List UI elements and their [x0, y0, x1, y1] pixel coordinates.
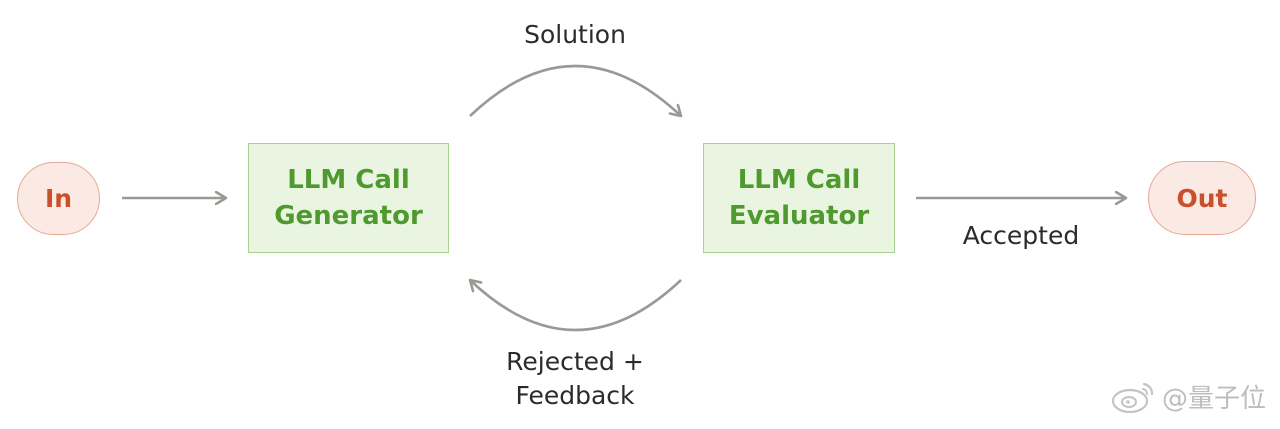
generator-node-line1: LLM Call: [287, 165, 410, 195]
generator-node-line2: Generator: [274, 201, 423, 231]
generator-node: LLM Call Generator: [248, 143, 449, 253]
evaluator-node-line1: LLM Call: [737, 165, 861, 195]
rejected-feedback-label: Rejected + Feedback: [475, 345, 675, 413]
evaluator-node: LLM Call Evaluator: [703, 143, 895, 253]
rejected-label-line1: Rejected +: [506, 347, 644, 376]
out-node: Out: [1148, 161, 1256, 235]
evaluator-node-line2: Evaluator: [728, 201, 870, 231]
weibo-logo-icon: [1111, 382, 1154, 413]
in-node: In: [17, 162, 100, 235]
watermark-text: @量子位: [1161, 384, 1266, 414]
arrow-solution-arc: [469, 64, 681, 116]
rejected-label-line2: Feedback: [515, 381, 635, 410]
watermark: @量子位: [1110, 378, 1266, 415]
out-node-label: Out: [1176, 183, 1228, 213]
solution-label: Solution: [524, 20, 626, 49]
accepted-label: Accepted: [962, 221, 1080, 250]
in-node-label: In: [44, 184, 73, 213]
arrow-rejected-arc: [470, 280, 682, 332]
